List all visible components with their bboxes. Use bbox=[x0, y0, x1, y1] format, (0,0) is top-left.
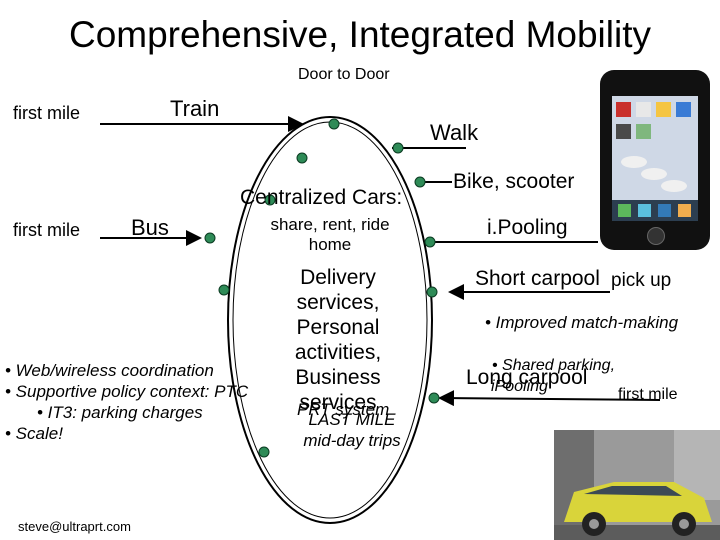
walk-label: Walk bbox=[430, 120, 479, 145]
short-carpool-label: Short carpool bbox=[475, 267, 600, 290]
first-mile-label: first mile bbox=[618, 386, 678, 403]
node bbox=[392, 142, 404, 154]
bullet-item: • IT3: parking charges bbox=[37, 403, 203, 422]
node bbox=[414, 176, 426, 188]
node bbox=[424, 236, 436, 248]
phone-screen bbox=[612, 96, 698, 221]
yellow-car-photo bbox=[554, 430, 720, 540]
delivery-services-label: Delivery services, Personal activities, … bbox=[294, 266, 382, 414]
home-button bbox=[647, 227, 665, 245]
ipooling-small-text: iPooling bbox=[491, 378, 548, 395]
train-label: Train bbox=[170, 96, 220, 121]
share-rent-label: share, rent, ride home bbox=[270, 215, 390, 254]
bullet-item: • Web/wireless coordination bbox=[5, 361, 214, 380]
pick-up-label: pick up bbox=[611, 270, 672, 291]
node bbox=[258, 446, 270, 458]
bike-scooter-label: Bike, scooter bbox=[453, 170, 575, 193]
node bbox=[328, 118, 340, 130]
bullet-item: • Supportive policy context: PTC bbox=[5, 382, 249, 401]
centralized-cars-label: Centralized Cars: bbox=[240, 186, 403, 209]
mobility-loop bbox=[227, 116, 433, 524]
first-mile-label: first mile bbox=[13, 220, 80, 240]
bullet-list: • Web/wireless coordination • Supportive… bbox=[5, 360, 248, 444]
node bbox=[218, 284, 230, 296]
bullet-item: • Scale! bbox=[5, 424, 63, 443]
node bbox=[426, 286, 438, 298]
last-mile-label: LAST MILE mid-day trips bbox=[303, 410, 401, 450]
improved-matchmaking-text: • Improved match-making bbox=[485, 313, 679, 332]
ipooling-label: i.Pooling bbox=[487, 216, 568, 239]
shared-parking-text: • Shared parking, bbox=[492, 357, 616, 374]
long-carpool-label: Long carpool bbox=[466, 366, 588, 389]
prt-system-label: PRT system bbox=[297, 400, 390, 419]
node bbox=[204, 232, 216, 244]
iphone-image bbox=[600, 70, 710, 250]
node bbox=[428, 392, 440, 404]
longcarpool-arrow bbox=[438, 390, 661, 407]
node bbox=[296, 152, 308, 164]
bus-label: Bus bbox=[131, 215, 169, 240]
first-mile-label: first mile bbox=[13, 103, 80, 123]
subtitle: Door to Door bbox=[298, 66, 390, 83]
page-title: Comprehensive, Integrated Mobility bbox=[68, 14, 651, 55]
node bbox=[264, 194, 276, 206]
email-address: steve@ultraprt.com bbox=[18, 519, 131, 534]
